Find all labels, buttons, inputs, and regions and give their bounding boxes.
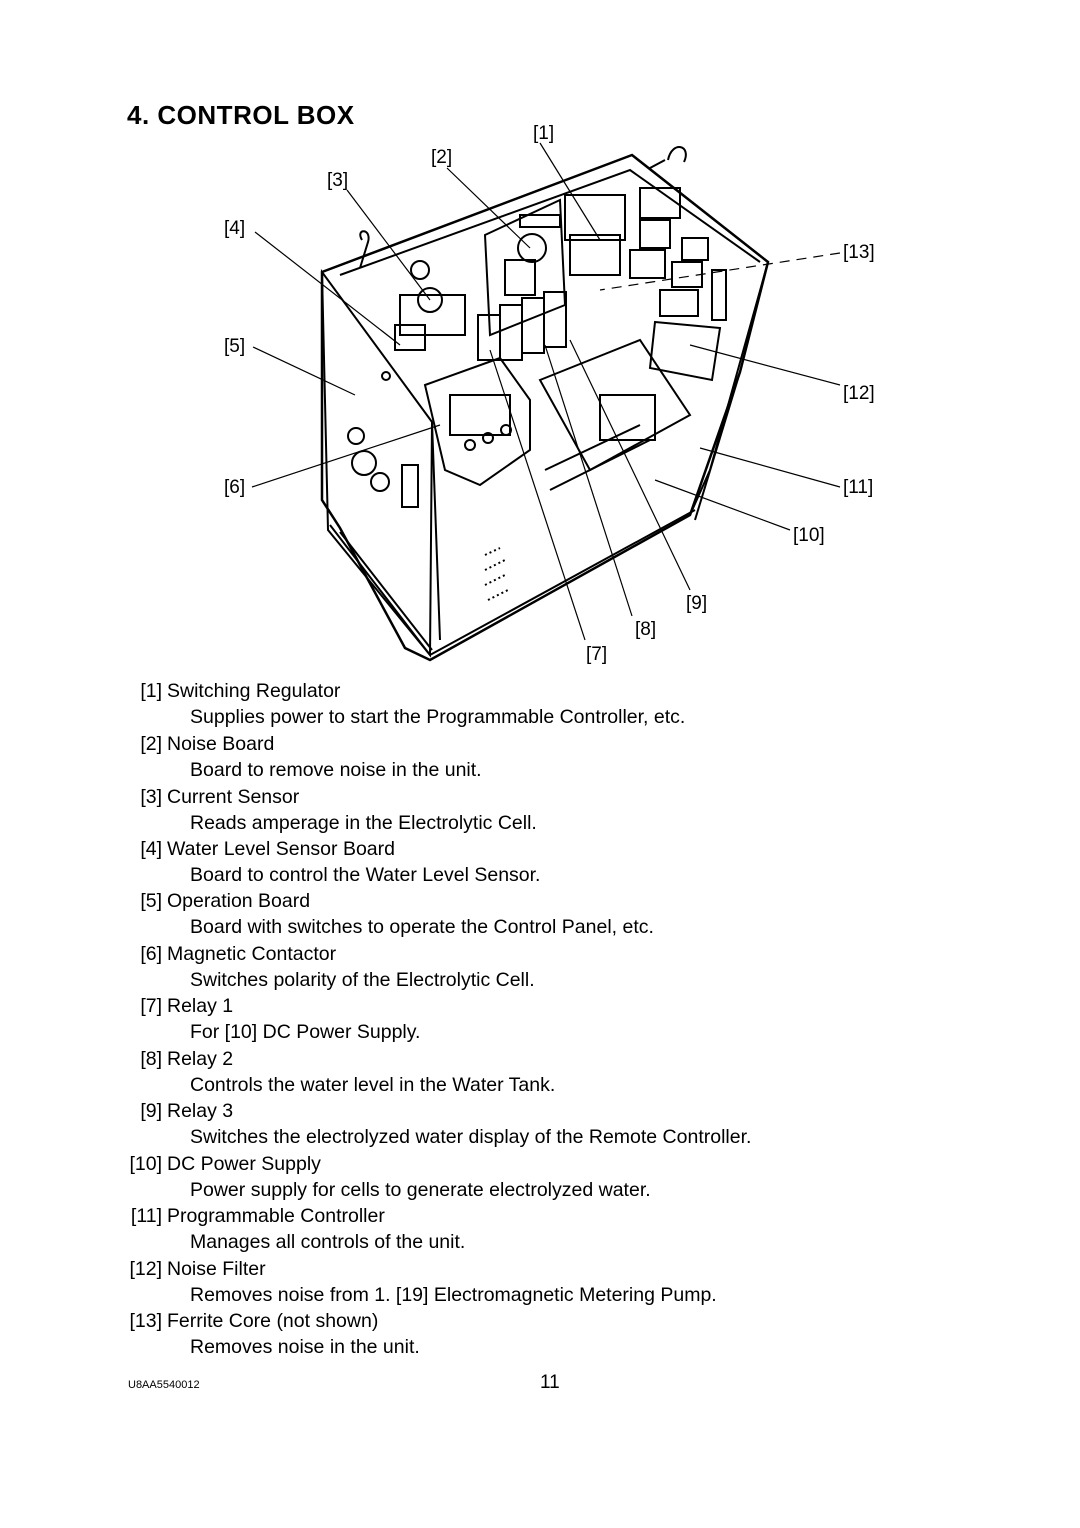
item-number: [12] [129, 1258, 162, 1280]
callout-label: [5] [224, 336, 246, 357]
callout-label: [13] [843, 242, 875, 263]
callout-label: [6] [224, 477, 246, 498]
item-name: Noise Filter [167, 1258, 266, 1280]
section-heading: 4. CONTROL BOX [127, 100, 355, 130]
callout-label: [7] [586, 644, 608, 665]
item-name: Programmable Controller [167, 1205, 385, 1227]
item-number: [5] [140, 890, 162, 912]
item-number: [4] [140, 838, 162, 860]
item-name: Relay 3 [167, 1100, 234, 1122]
item-number: [8] [140, 1048, 162, 1070]
callout-label: [11] [843, 477, 874, 498]
item-description: Supplies power to start the Programmable… [190, 706, 686, 728]
callout-label: [12] [843, 383, 875, 404]
callout-label: [10] [793, 525, 825, 546]
item-description: Power supply for cells to generate elect… [190, 1179, 651, 1201]
item-name: Ferrite Core (not shown) [167, 1310, 379, 1332]
item-name: Current Sensor [167, 786, 300, 808]
item-description: Switches the electrolyzed water display … [190, 1126, 752, 1148]
item-name: Relay 2 [167, 1048, 234, 1070]
item-description: Controls the water level in the Water Ta… [190, 1074, 556, 1096]
item-number: [9] [140, 1100, 162, 1122]
item-number: [11] [130, 1205, 162, 1227]
callout-label: [4] [224, 218, 246, 239]
item-number: [6] [140, 943, 162, 965]
item-description: Board to remove noise in the unit. [190, 759, 482, 781]
document-code: U8AA5540012 [128, 1379, 200, 1391]
item-number: [3] [140, 786, 162, 808]
item-description: Switches polarity of the Electrolytic Ce… [190, 969, 535, 991]
item-description: Board to control the Water Level Sensor. [190, 864, 541, 886]
callout-label: [9] [686, 593, 708, 614]
callout-label: [2] [431, 147, 453, 168]
item-number: [7] [140, 995, 162, 1017]
item-number: [1] [140, 680, 162, 702]
item-name: Magnetic Contactor [167, 943, 337, 965]
item-description: For [10] DC Power Supply. [190, 1021, 421, 1043]
item-description: Removes noise in the unit. [190, 1336, 420, 1358]
item-name: Water Level Sensor Board [167, 838, 395, 860]
item-name: Operation Board [167, 890, 311, 912]
item-number: [13] [129, 1310, 162, 1332]
item-name: Relay 1 [167, 995, 234, 1017]
item-name: DC Power Supply [167, 1153, 321, 1175]
item-number: [10] [129, 1153, 162, 1175]
item-description: Removes noise from 1. [19] Electromagnet… [190, 1284, 717, 1306]
item-number: [2] [140, 733, 162, 755]
item-description: Manages all controls of the unit. [190, 1231, 466, 1253]
item-description: Reads amperage in the Electrolytic Cell. [190, 812, 537, 834]
item-description: Board with switches to operate the Contr… [190, 916, 654, 938]
item-name: Switching Regulator [167, 680, 341, 702]
item-name: Noise Board [167, 733, 275, 755]
callout-label: [8] [635, 619, 657, 640]
callout-label: [3] [327, 170, 349, 191]
control-box-illustration [251, 142, 841, 662]
page-number: 11 [540, 1372, 560, 1393]
callout-label: [1] [533, 123, 555, 144]
